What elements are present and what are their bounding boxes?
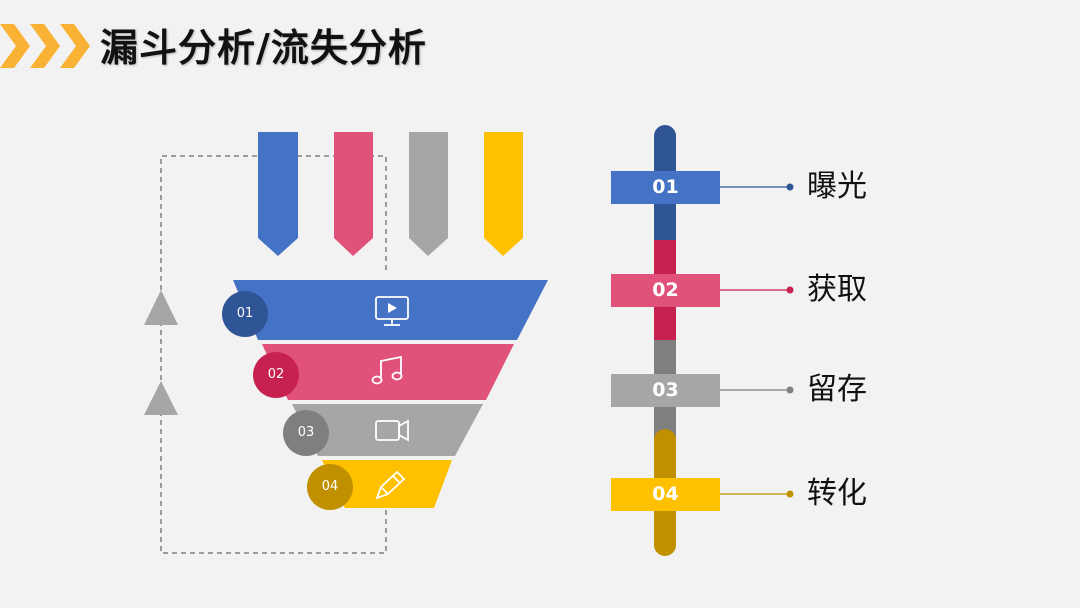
connector-dot bbox=[786, 386, 794, 394]
stage-label: 转化 bbox=[807, 476, 867, 511]
music-note-icon bbox=[371, 355, 403, 385]
funnel-layer-4 bbox=[322, 460, 452, 508]
connector-dot bbox=[786, 286, 794, 294]
stage-tag-04 bbox=[611, 478, 720, 511]
funnel-number-circle bbox=[283, 410, 329, 456]
up-triangle-icon bbox=[144, 290, 178, 325]
funnel-layer-2 bbox=[262, 344, 514, 400]
funnel-number-circle bbox=[307, 464, 353, 510]
chevron-arrows-icon bbox=[0, 24, 90, 68]
up-triangle-icon bbox=[144, 381, 178, 415]
ribbon-gray bbox=[409, 132, 448, 256]
ribbon-pink bbox=[334, 132, 373, 256]
stage-tag-01 bbox=[611, 171, 720, 204]
page-title: 漏斗分析/流失分析 bbox=[100, 26, 427, 70]
stage-label: 曝光 bbox=[807, 169, 867, 204]
funnel-number: 01 bbox=[236, 306, 254, 321]
connector-dot bbox=[786, 490, 794, 498]
stage-tag-02 bbox=[611, 274, 720, 307]
dashed-loop-line bbox=[160, 155, 387, 554]
funnel-number: 03 bbox=[297, 425, 315, 440]
stage-label: 留存 bbox=[807, 372, 867, 407]
funnel-number: 02 bbox=[267, 367, 285, 382]
stage-number: 04 bbox=[652, 483, 679, 505]
stage-number: 03 bbox=[652, 379, 679, 401]
stage-number: 02 bbox=[652, 279, 679, 301]
funnel-number-circle bbox=[222, 291, 268, 337]
stage-tag-03 bbox=[611, 374, 720, 407]
funnel-number-circle bbox=[253, 352, 299, 398]
video-camera-icon bbox=[375, 419, 409, 442]
funnel-layer-3 bbox=[292, 404, 483, 456]
ribbon-blue bbox=[258, 132, 298, 256]
connector-dot bbox=[786, 183, 794, 191]
funnel-number: 04 bbox=[321, 479, 339, 494]
pencil-icon bbox=[375, 470, 406, 500]
ribbon-yellow bbox=[484, 132, 523, 256]
monitor-play-icon bbox=[375, 296, 409, 326]
stage-number: 01 bbox=[652, 176, 679, 198]
stage-label: 获取 bbox=[807, 272, 867, 307]
